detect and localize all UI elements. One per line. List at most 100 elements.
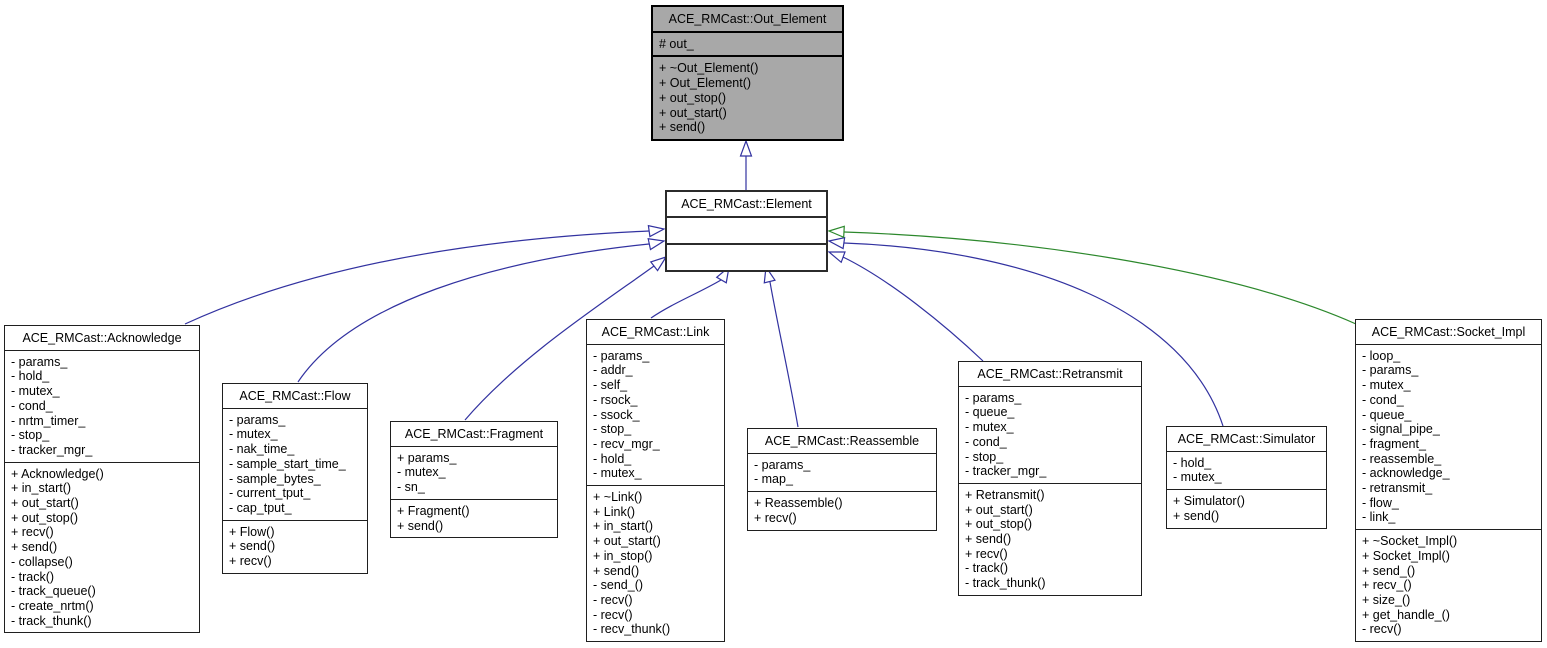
attribute-row: - fragment_	[1362, 436, 1426, 451]
attribute-row: - flow_	[1362, 495, 1399, 510]
method-row: + recv()	[754, 510, 797, 525]
class-title-socket_impl[interactable]: ACE_RMCast::Socket_Impl	[1371, 325, 1526, 339]
inheritance-edge-line	[297, 243, 650, 383]
method-row: + recv()	[229, 554, 272, 569]
class-title-link[interactable]: ACE_RMCast::Link	[601, 325, 710, 339]
attribute-row: # out_	[659, 36, 694, 51]
class-node-retransmit[interactable]: ACE_RMCast::Retransmit- params_- queue_-…	[958, 361, 1142, 596]
edge-retransmit-to-element	[827, 251, 984, 362]
class-node-fragment[interactable]: ACE_RMCast::Fragment+ params_- mutex_- s…	[390, 421, 558, 539]
attributes-compartment: - hold_- mutex_	[1167, 450, 1326, 489]
attributes-compartment: # out_	[653, 30, 842, 56]
method-row: + send()	[11, 540, 58, 555]
inheritance-edge-line	[464, 265, 655, 421]
methods-compartment: + Reassemble()+ recv()	[748, 491, 936, 529]
attributes-compartment: - params_- queue_- mutex_- cond_- stop_-…	[959, 385, 1141, 483]
class-node-link[interactable]: ACE_RMCast::Link- params_- addr_- self_-…	[586, 319, 725, 643]
inheritance-edge-line	[842, 256, 984, 362]
attribute-row: - params_	[965, 390, 1022, 405]
inheritance-edge-line	[650, 279, 722, 319]
attribute-row: - cond_	[11, 398, 53, 413]
attribute-row: - acknowledge_	[1362, 466, 1450, 481]
method-row: - track()	[965, 561, 1009, 576]
attribute-row: - mutex_	[593, 466, 642, 481]
class-title-acknowledge[interactable]: ACE_RMCast::Acknowledge	[22, 331, 182, 345]
method-row: + size_()	[1362, 592, 1411, 607]
methods-compartment: + Acknowledge()+ in_start()+ out_start()…	[5, 461, 199, 633]
attribute-row: - mutex_	[1362, 378, 1411, 393]
class-title-simulator[interactable]: ACE_RMCast::Simulator	[1177, 432, 1316, 446]
class-node-reassemble[interactable]: ACE_RMCast::Reassemble- params_- map_+ R…	[747, 428, 937, 531]
attribute-row: - cond_	[1362, 392, 1404, 407]
edge-element-to-out_element	[739, 139, 753, 190]
inheritance-arrowhead	[647, 224, 666, 238]
attributes-compartment	[667, 215, 826, 243]
attribute-row: - retransmit_	[1362, 481, 1433, 496]
class-node-flow[interactable]: ACE_RMCast::Flow- params_- mutex_- nak_t…	[222, 383, 368, 574]
class-node-acknowledge[interactable]: ACE_RMCast::Acknowledge- params_- hold_-…	[4, 325, 200, 634]
attribute-row: + params_	[397, 450, 457, 465]
attribute-row: - mutex_	[1173, 470, 1222, 485]
attribute-row: - map_	[754, 472, 793, 487]
method-row: - track()	[11, 569, 55, 584]
method-row: + Acknowledge()	[11, 466, 104, 481]
inheritance-edge-line	[184, 230, 650, 325]
method-row: + recv_()	[1362, 578, 1412, 593]
method-row: + in_start()	[11, 481, 72, 496]
attribute-row: - cond_	[965, 434, 1007, 449]
attribute-row: - reassemble_	[1362, 451, 1442, 466]
method-row: + out_stop()	[11, 510, 79, 525]
class-title-element[interactable]: ACE_RMCast::Element	[681, 197, 812, 211]
inheritance-arrowhead	[827, 236, 846, 250]
attribute-row: - addr_	[593, 363, 633, 378]
attributes-compartment: + params_- mutex_- sn_	[391, 445, 557, 499]
edge-fragment-to-element	[464, 255, 668, 421]
class-title-flow[interactable]: ACE_RMCast::Flow	[239, 389, 351, 403]
methods-compartment: + Fragment()+ send()	[391, 498, 557, 537]
method-row: - send_()	[593, 578, 644, 593]
attribute-row: - hold_	[11, 369, 50, 384]
class-title-reassemble[interactable]: ACE_RMCast::Reassemble	[764, 434, 920, 448]
attribute-row: - loop_	[1362, 348, 1401, 363]
attribute-row: - hold_	[593, 451, 632, 466]
method-row: + in_start()	[593, 519, 654, 534]
attribute-row: - params_	[1362, 363, 1419, 378]
method-row: + Reassemble()	[754, 496, 843, 511]
attribute-row: - stop_	[965, 449, 1004, 464]
attribute-row: - hold_	[1173, 455, 1212, 470]
class-title-retransmit[interactable]: ACE_RMCast::Retransmit	[977, 367, 1123, 381]
class-title-fragment[interactable]: ACE_RMCast::Fragment	[404, 427, 544, 441]
attribute-row: - self_	[593, 378, 628, 393]
method-row: + send()	[1173, 508, 1220, 523]
method-row: + recv()	[11, 525, 54, 540]
inheritance-arrowhead	[649, 255, 668, 272]
class-node-simulator[interactable]: ACE_RMCast::Simulator- hold_- mutex_+ Si…	[1166, 426, 1327, 529]
class-title-out_element[interactable]: ACE_RMCast::Out_Element	[668, 12, 827, 26]
methods-compartment: + ~Link()+ Link()+ in_start()+ out_start…	[587, 485, 724, 641]
attribute-row: - params_	[11, 354, 68, 369]
attributes-compartment: - loop_- params_- mutex_- cond_- queue_-…	[1356, 343, 1541, 529]
methods-compartment	[667, 242, 826, 270]
method-row: + Retransmit()	[965, 487, 1045, 502]
attribute-row: - nak_time_	[229, 442, 295, 457]
inheritance-edge-line	[769, 281, 799, 428]
method-row: + Simulator()	[1173, 494, 1245, 509]
method-row: + Socket_Impl()	[1362, 548, 1450, 563]
inheritance-arrowhead	[827, 251, 846, 264]
method-row: + out_stop()	[659, 90, 727, 105]
class-node-socket_impl[interactable]: ACE_RMCast::Socket_Impl- loop_- params_-…	[1355, 319, 1542, 643]
method-row: - collapse()	[11, 554, 73, 569]
attribute-row: - params_	[593, 348, 650, 363]
attributes-compartment: - params_- hold_- mutex_- cond_- nrtm_ti…	[5, 349, 199, 462]
edge-acknowledge-to-element	[184, 224, 666, 325]
method-row: + get_handle_()	[1362, 607, 1450, 622]
method-row: + out_start()	[659, 105, 727, 120]
attributes-compartment: - params_- map_	[748, 452, 936, 491]
class-node-element[interactable]: ACE_RMCast::Element	[665, 190, 828, 272]
attribute-row: - ssock_	[593, 407, 640, 422]
class-node-out_element[interactable]: ACE_RMCast::Out_Element# out_+ ~Out_Elem…	[651, 5, 844, 141]
method-row: + Out_Element()	[659, 76, 752, 91]
inheritance-edge-line	[843, 231, 1357, 325]
method-row: - recv()	[593, 592, 633, 607]
